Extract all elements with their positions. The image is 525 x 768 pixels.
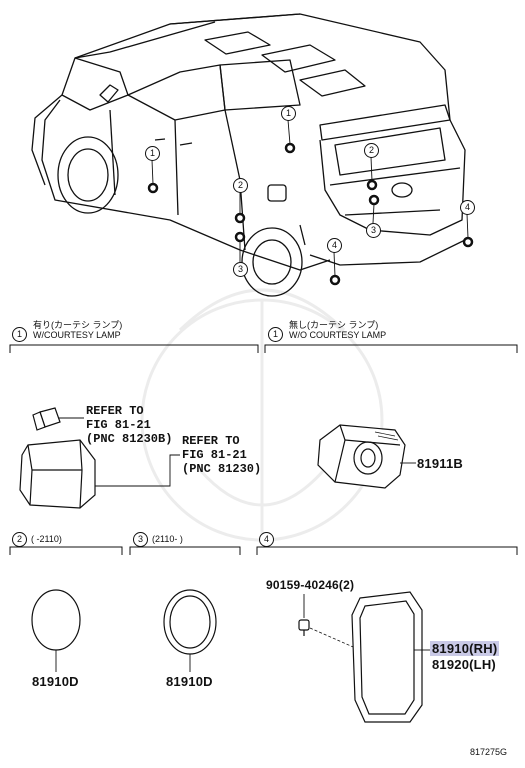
refer-line: REFER TO — [86, 404, 144, 418]
part-number-81920-lh[interactable]: 81920(LH) — [432, 657, 496, 672]
section-brackets — [9, 344, 518, 555]
part-number-81910-rh[interactable]: 81910(RH) — [430, 641, 500, 656]
lamp-locations — [147, 142, 474, 286]
section-1-right-en: W/O COURTESY LAMP — [289, 330, 387, 340]
section-1-right-jp: 無し(カーテシ ランプ) — [289, 320, 379, 330]
section-4-num: 4 — [259, 532, 274, 547]
part-number-90159-40246[interactable]: 90159-40246(2) — [266, 578, 355, 592]
screw-90159 — [298, 594, 361, 651]
callout-3: 3 — [233, 262, 248, 277]
part-number-81910D[interactable]: 81910D — [32, 674, 79, 689]
callout-leaders — [151, 119, 469, 277]
refer-note-81230: REFER TO FIG 81-21 (PNC 81230) — [182, 434, 261, 476]
refer-line: FIG 81-21 — [182, 448, 247, 462]
callout-2: 2 — [364, 143, 379, 158]
courtesy-lamp-assembly — [19, 407, 96, 509]
callout-1: 1 — [281, 106, 296, 121]
refer-leaders — [58, 417, 180, 487]
refer-line: (PNC 81230B) — [86, 432, 173, 446]
section-1-left-jp: 有り(カーテシ ランプ) — [33, 320, 123, 330]
callout-4: 4 — [327, 238, 342, 253]
cap-81910D-b — [163, 589, 217, 672]
refer-line: (PNC 81230) — [182, 462, 262, 476]
section-1-right-num: 1 — [268, 327, 283, 342]
section-3-num: 3 — [133, 532, 148, 547]
part-number-81910D[interactable]: 81910D — [166, 674, 213, 689]
section-2-num: 2 — [12, 532, 27, 547]
callout-2: 2 — [233, 178, 248, 193]
section-1-left-en: W/COURTESY LAMP — [33, 330, 121, 340]
section-1-left-num: 1 — [12, 327, 27, 342]
callout-4: 4 — [460, 200, 475, 215]
vehicle-outline — [31, 13, 466, 297]
part-number-group-81910: 81910(RH) 81920(LH) — [430, 641, 500, 673]
callout-3: 3 — [366, 223, 381, 238]
cap-81910D-a — [31, 589, 81, 672]
reflector-81910 — [351, 591, 430, 723]
refer-line: REFER TO — [182, 434, 240, 448]
lamp-81911B — [317, 424, 416, 489]
figure-id: 817275G — [470, 747, 508, 757]
part-number-81911B[interactable]: 81911B — [417, 456, 464, 471]
section-3-range: (2110- ) — [152, 534, 183, 544]
refer-line: FIG 81-21 — [86, 418, 151, 432]
refer-note-81230B: REFER TO FIG 81-21 (PNC 81230B) — [86, 404, 172, 446]
section-2-range: ( -2110) — [31, 534, 62, 544]
callout-1: 1 — [145, 146, 160, 161]
